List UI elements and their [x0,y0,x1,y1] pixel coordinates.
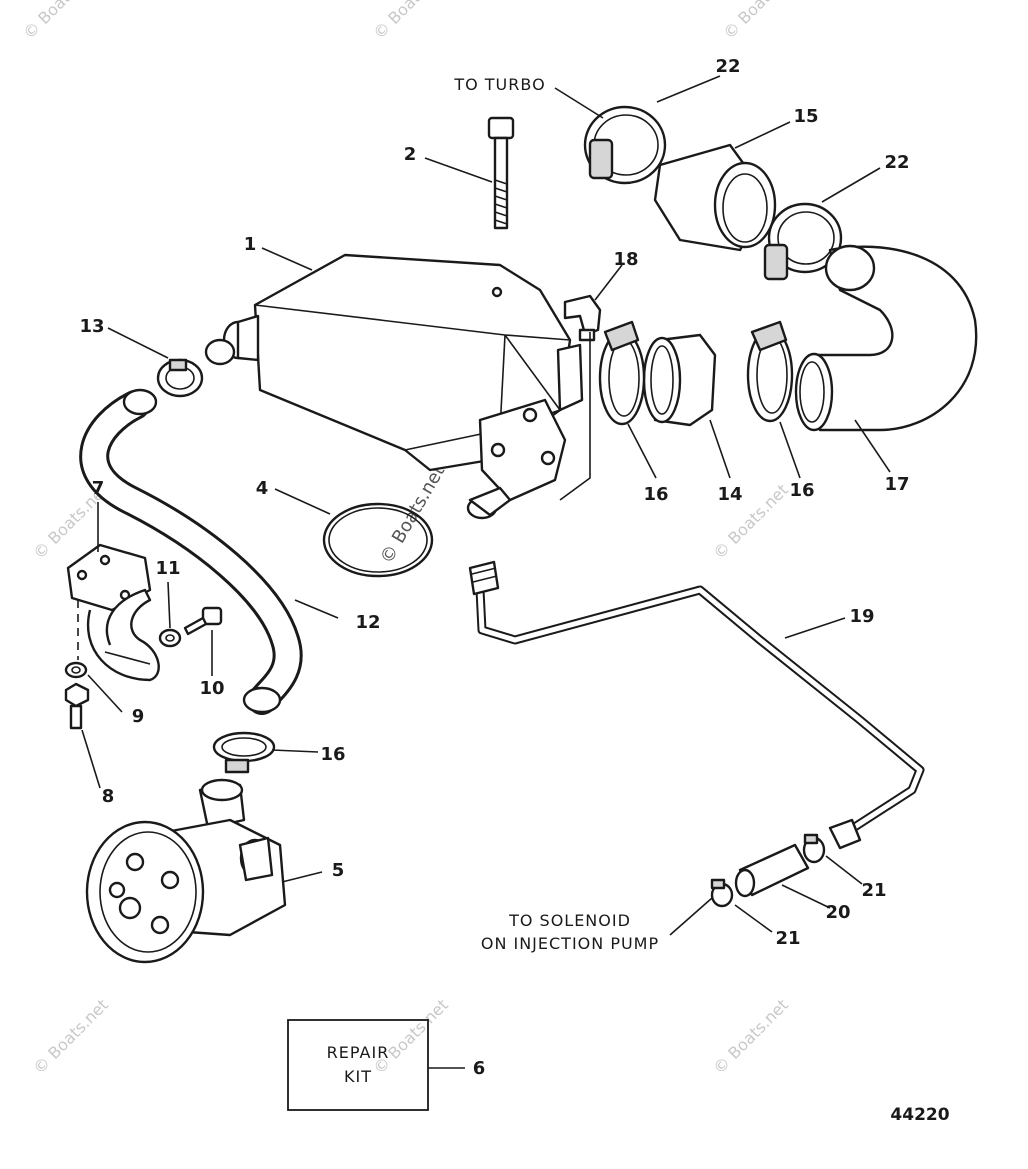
callout-13: 13 [79,316,104,337]
callout-4: 4 [256,478,269,499]
callout-8: 8 [102,786,115,807]
washer-part-11 [158,628,182,648]
screw-part-10 [183,606,223,636]
callout-15: 15 [793,106,818,127]
bolt-part-2 [487,116,515,230]
hose-clamp-part-13 [156,358,204,398]
callout-5: 5 [332,860,345,881]
watermark: © Boats.net [19,0,101,43]
leader-lines [81,75,891,1069]
tube-part-19 [468,560,925,850]
repair-kit-label-line1: REPAIR [327,1043,390,1062]
callout-19: 19 [849,606,874,627]
washer-part-9 [64,661,88,679]
hose-part-12 [79,388,303,715]
callout-6: 6 [473,1058,486,1079]
callout-numbers: 22 15 22 2 1 18 13 4 7 11 12 10 9 16 8 5… [79,56,909,1079]
o-ring-part-4 [322,502,434,578]
callout-16-lower: 16 [320,744,345,765]
callout-17: 17 [884,474,909,495]
watermark: © Boats.net [369,0,451,43]
hose-sleeve-part-15 [653,143,777,252]
callout-2: 2 [404,144,417,165]
callout-16-right: 16 [789,480,814,501]
elbow-fitting-part-18 [563,294,602,342]
watermark: © Boats.net [29,995,111,1077]
callout-12: 12 [355,612,380,633]
callout-16-middle: 16 [643,484,668,505]
diagram-number: 44220 [890,1105,949,1125]
repair-kit-box-part-6: REPAIR KIT [287,1019,429,1111]
watermark: © Boats.net [709,995,791,1077]
hose-clamp-part-21-right [802,833,826,864]
callout-20: 20 [825,902,850,923]
callout-21-left: 21 [775,928,800,949]
callout-22-lower: 22 [884,152,909,173]
callout-9: 9 [132,706,145,727]
note-to-solenoid-line2: ON INJECTION PUMP [481,934,659,953]
hose-sleeve-part-14 [642,333,717,427]
water-pump-part-5 [85,778,287,964]
repair-kit-label-line2: KIT [344,1067,372,1086]
hose-part-20 [734,843,810,898]
hose-clamp-part-16-middle [598,320,646,426]
callout-14: 14 [717,484,742,505]
callout-1: 1 [244,234,257,255]
elbow-hose-part-17 [794,244,978,432]
intercooler-part-1 [204,253,584,520]
callout-22-upper: 22 [715,56,740,77]
callout-21-right: 21 [861,880,886,901]
bracket-part-7 [66,543,160,682]
watermark: © Boats.net [719,0,801,43]
callout-10: 10 [199,678,224,699]
notes: TO TURBO TO SOLENOID ON INJECTION PUMP [453,75,659,953]
hose-clamp-part-21-left [710,878,734,908]
note-to-solenoid-line1: TO SOLENOID [508,911,631,930]
watermark: © Boats.net [369,995,451,1077]
hose-clamp-part-22-lower [763,202,843,281]
callout-7: 7 [92,478,105,499]
watermark-center: © Boats.net [376,462,449,568]
note-to-turbo: TO TURBO [453,75,545,94]
hose-clamp-part-16-right [746,320,794,423]
callout-11: 11 [155,558,180,579]
bolt-part-8 [64,682,90,730]
callout-18: 18 [613,249,638,270]
hose-clamp-part-22-upper [583,105,667,185]
hose-clamp-part-16-lower [212,731,276,774]
